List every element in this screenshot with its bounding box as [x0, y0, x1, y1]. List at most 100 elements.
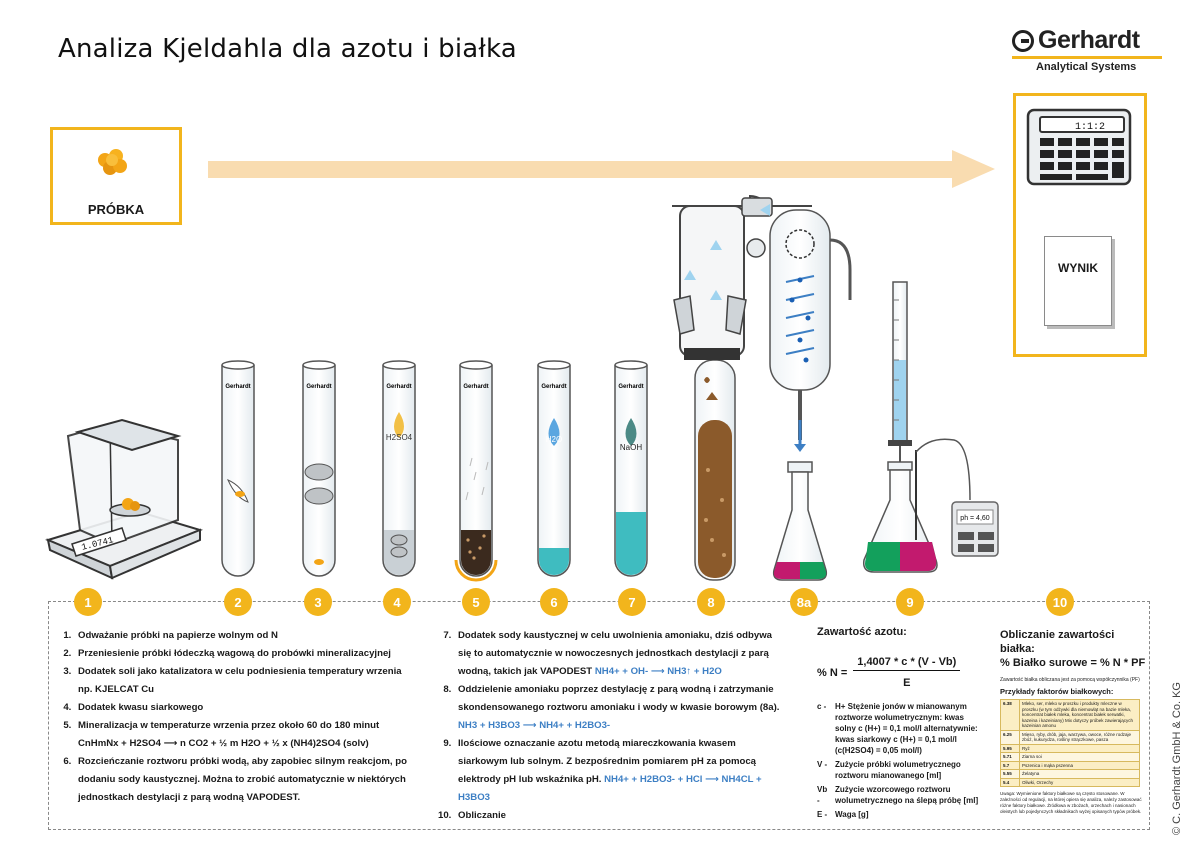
protein-footnote: Uwaga: Wymienione faktory białkowe są cz…: [1000, 791, 1142, 814]
result-label: WYNIK: [1058, 261, 1098, 275]
step-8-formula: NH3 + H3BO3 ⟶ NH4+ + H2BO3-: [458, 720, 611, 731]
factor-value: 6.38: [1000, 699, 1020, 731]
catalyst-tablet: [304, 463, 334, 481]
protein-note: Zawartość białka obliczana jest za pomoc…: [1000, 677, 1140, 683]
step-badge-1: 1: [74, 588, 102, 616]
step-badge-8a: 8a: [790, 588, 818, 616]
step-7-text: Dodatek sody kaustycznej w celu uwolnien…: [458, 630, 773, 677]
result-box: WYNIK: [1013, 93, 1147, 357]
titration-setup: ph = 4,60: [862, 281, 999, 573]
step-5-formula: CnHmNx + H2SO4 ⟶ n CO2 + ½ m H2O + ½ x (…: [78, 738, 369, 749]
factor-description: Pszenica i mąka pszenna: [1019, 760, 1140, 770]
factor-description: Mięso, ryby, drób, jaja, warzywa, owoce,…: [1019, 729, 1140, 745]
step-badge-6: 6: [540, 588, 568, 616]
steps-right: Dodatek sody kaustycznej w celu uwolnien…: [432, 627, 780, 825]
sample-pellets-icon: [98, 149, 127, 175]
process-arrow: [208, 150, 995, 188]
factor-value: 5.71: [1000, 752, 1020, 762]
description-panel: [48, 601, 1150, 830]
protein-content: Obliczanie zawartości białka: % Białko s…: [1000, 628, 1146, 815]
weighing-boat: [227, 479, 249, 503]
legend-text: Zużycie próbki wolumetrycznego roztworu …: [835, 760, 961, 780]
step-2-text: Przeniesienie próbki łódeczką wagową do …: [74, 645, 412, 663]
steps-left: Odważanie próbki na papierze wolnym od N…: [52, 627, 412, 807]
step-7-formula: NH4+ + OH- ⟶ NH3↑ + H2O: [594, 666, 722, 677]
legend-key: c -: [817, 702, 827, 711]
factor-description: Żelatyna: [1019, 769, 1140, 779]
nitrogen-formula: % N = 1,4007 * c * (V - Vb) E: [817, 656, 987, 689]
nitrogen-legend-row: V - Zużycie próbki wolumetrycznego roztwo…: [817, 759, 987, 781]
acid-drop-icon: [394, 412, 404, 438]
nitrogen-legend: c - H+ Stężenie jonów w mianowanym roztwo…: [817, 701, 987, 820]
tube-brand-label: Gerhardt: [463, 384, 488, 390]
factor-description: Ziarna soi: [1019, 752, 1140, 762]
nitrogen-heading: Zawartość azotu:: [817, 626, 907, 638]
step-badge-4: 4: [383, 588, 411, 616]
result-paper: WYNIK: [1044, 236, 1112, 326]
step-badge-3: 3: [304, 588, 332, 616]
distillation-unit: [672, 194, 812, 581]
factor-value: 5.4: [1000, 777, 1020, 787]
h2o-label: H2O: [546, 435, 562, 444]
h2so4-label: H2SO4: [386, 433, 413, 442]
nitrogen-denominator: E: [903, 677, 911, 689]
factor-value: 5.95: [1000, 743, 1020, 753]
tube-step-2: Gerhardt: [221, 360, 255, 577]
step-badge-7: 7: [618, 588, 646, 616]
factor-value: 6.25: [1000, 729, 1020, 745]
gerhardt-logo-icon: [1012, 29, 1034, 52]
naoh-label: NaOH: [620, 443, 642, 452]
step-5-text: Mineralizacja w temperaturze wrzenia prz…: [78, 720, 380, 731]
step-6-text: Rozcieńczanie roztworu próbki wodą, aby …: [74, 753, 412, 807]
factor-description: Mleko, ser, mleko w proszku i produkty m…: [1019, 699, 1140, 731]
tube-step-5: Gerhardt: [454, 360, 498, 582]
factor-value: 5.55: [1000, 769, 1020, 779]
step-4-text: Dodatek kwasu siarkowego: [74, 699, 412, 717]
factor-description: Ryż: [1019, 743, 1140, 753]
factor-description: Oliwki, Orzechy: [1019, 777, 1140, 787]
catalyst-tablet: [304, 487, 334, 505]
legend-text: H+ Stężenie jonów w mianowanym roztworze…: [835, 702, 978, 755]
protein-table-heading: Przykłady faktorów białkowych:: [1000, 687, 1114, 696]
step-badge-5: 5: [462, 588, 490, 616]
factor-value: 5.7: [1000, 760, 1020, 770]
step-10-text: Obliczanie: [454, 807, 780, 825]
protein-formula: % Białko surowe = % N * PF: [1000, 657, 1146, 669]
receiver-flask: [772, 461, 828, 581]
legend-key: E -: [817, 810, 828, 819]
calculator-icon: 1:1:2: [1026, 108, 1132, 186]
tube-brand-label: Gerhardt: [618, 384, 643, 390]
step-9-formula: NH4+ + H2BO3- + HCl ⟶ NH4CL + H3BO3: [458, 774, 762, 803]
tube-brand-label: Gerhardt: [541, 384, 566, 390]
ph-meter-display: ph = 4,60: [960, 515, 989, 522]
legend-text: Zużycie wzorcowego roztworu wolumetryczn…: [835, 785, 979, 805]
tube-step-3: Gerhardt: [302, 360, 336, 577]
step-8-text: Oddzielenie amoniaku poprzez destylację …: [458, 684, 780, 713]
analytical-balance: 1.0741: [45, 418, 204, 580]
tube-brand-label: Gerhardt: [225, 384, 250, 390]
calculator-display: 1:1:2: [1075, 122, 1105, 133]
nitrogen-numerator: 1,4007 * c * (V - Vb): [853, 656, 961, 671]
step-badge-8: 8: [697, 588, 725, 616]
step-badge-9: 9: [896, 588, 924, 616]
heater-icon: [454, 559, 498, 582]
sample-label: PRÓBKA: [87, 202, 145, 217]
logo-subtitle: Analytical Systems: [1036, 61, 1137, 73]
nitrogen-content: Zawartość azotu: % N = 1,4007 * c * (V -…: [817, 626, 987, 823]
nitrogen-lhs: % N =: [817, 666, 848, 679]
condenser: [769, 209, 852, 452]
copyright: © C. Gerhardt GmbH & Co. KG: [1171, 682, 1183, 835]
legend-key: V -: [817, 760, 828, 769]
nitrogen-legend-row: c - H+ Stężenie jonów w mianowanym roztwo…: [817, 701, 987, 756]
